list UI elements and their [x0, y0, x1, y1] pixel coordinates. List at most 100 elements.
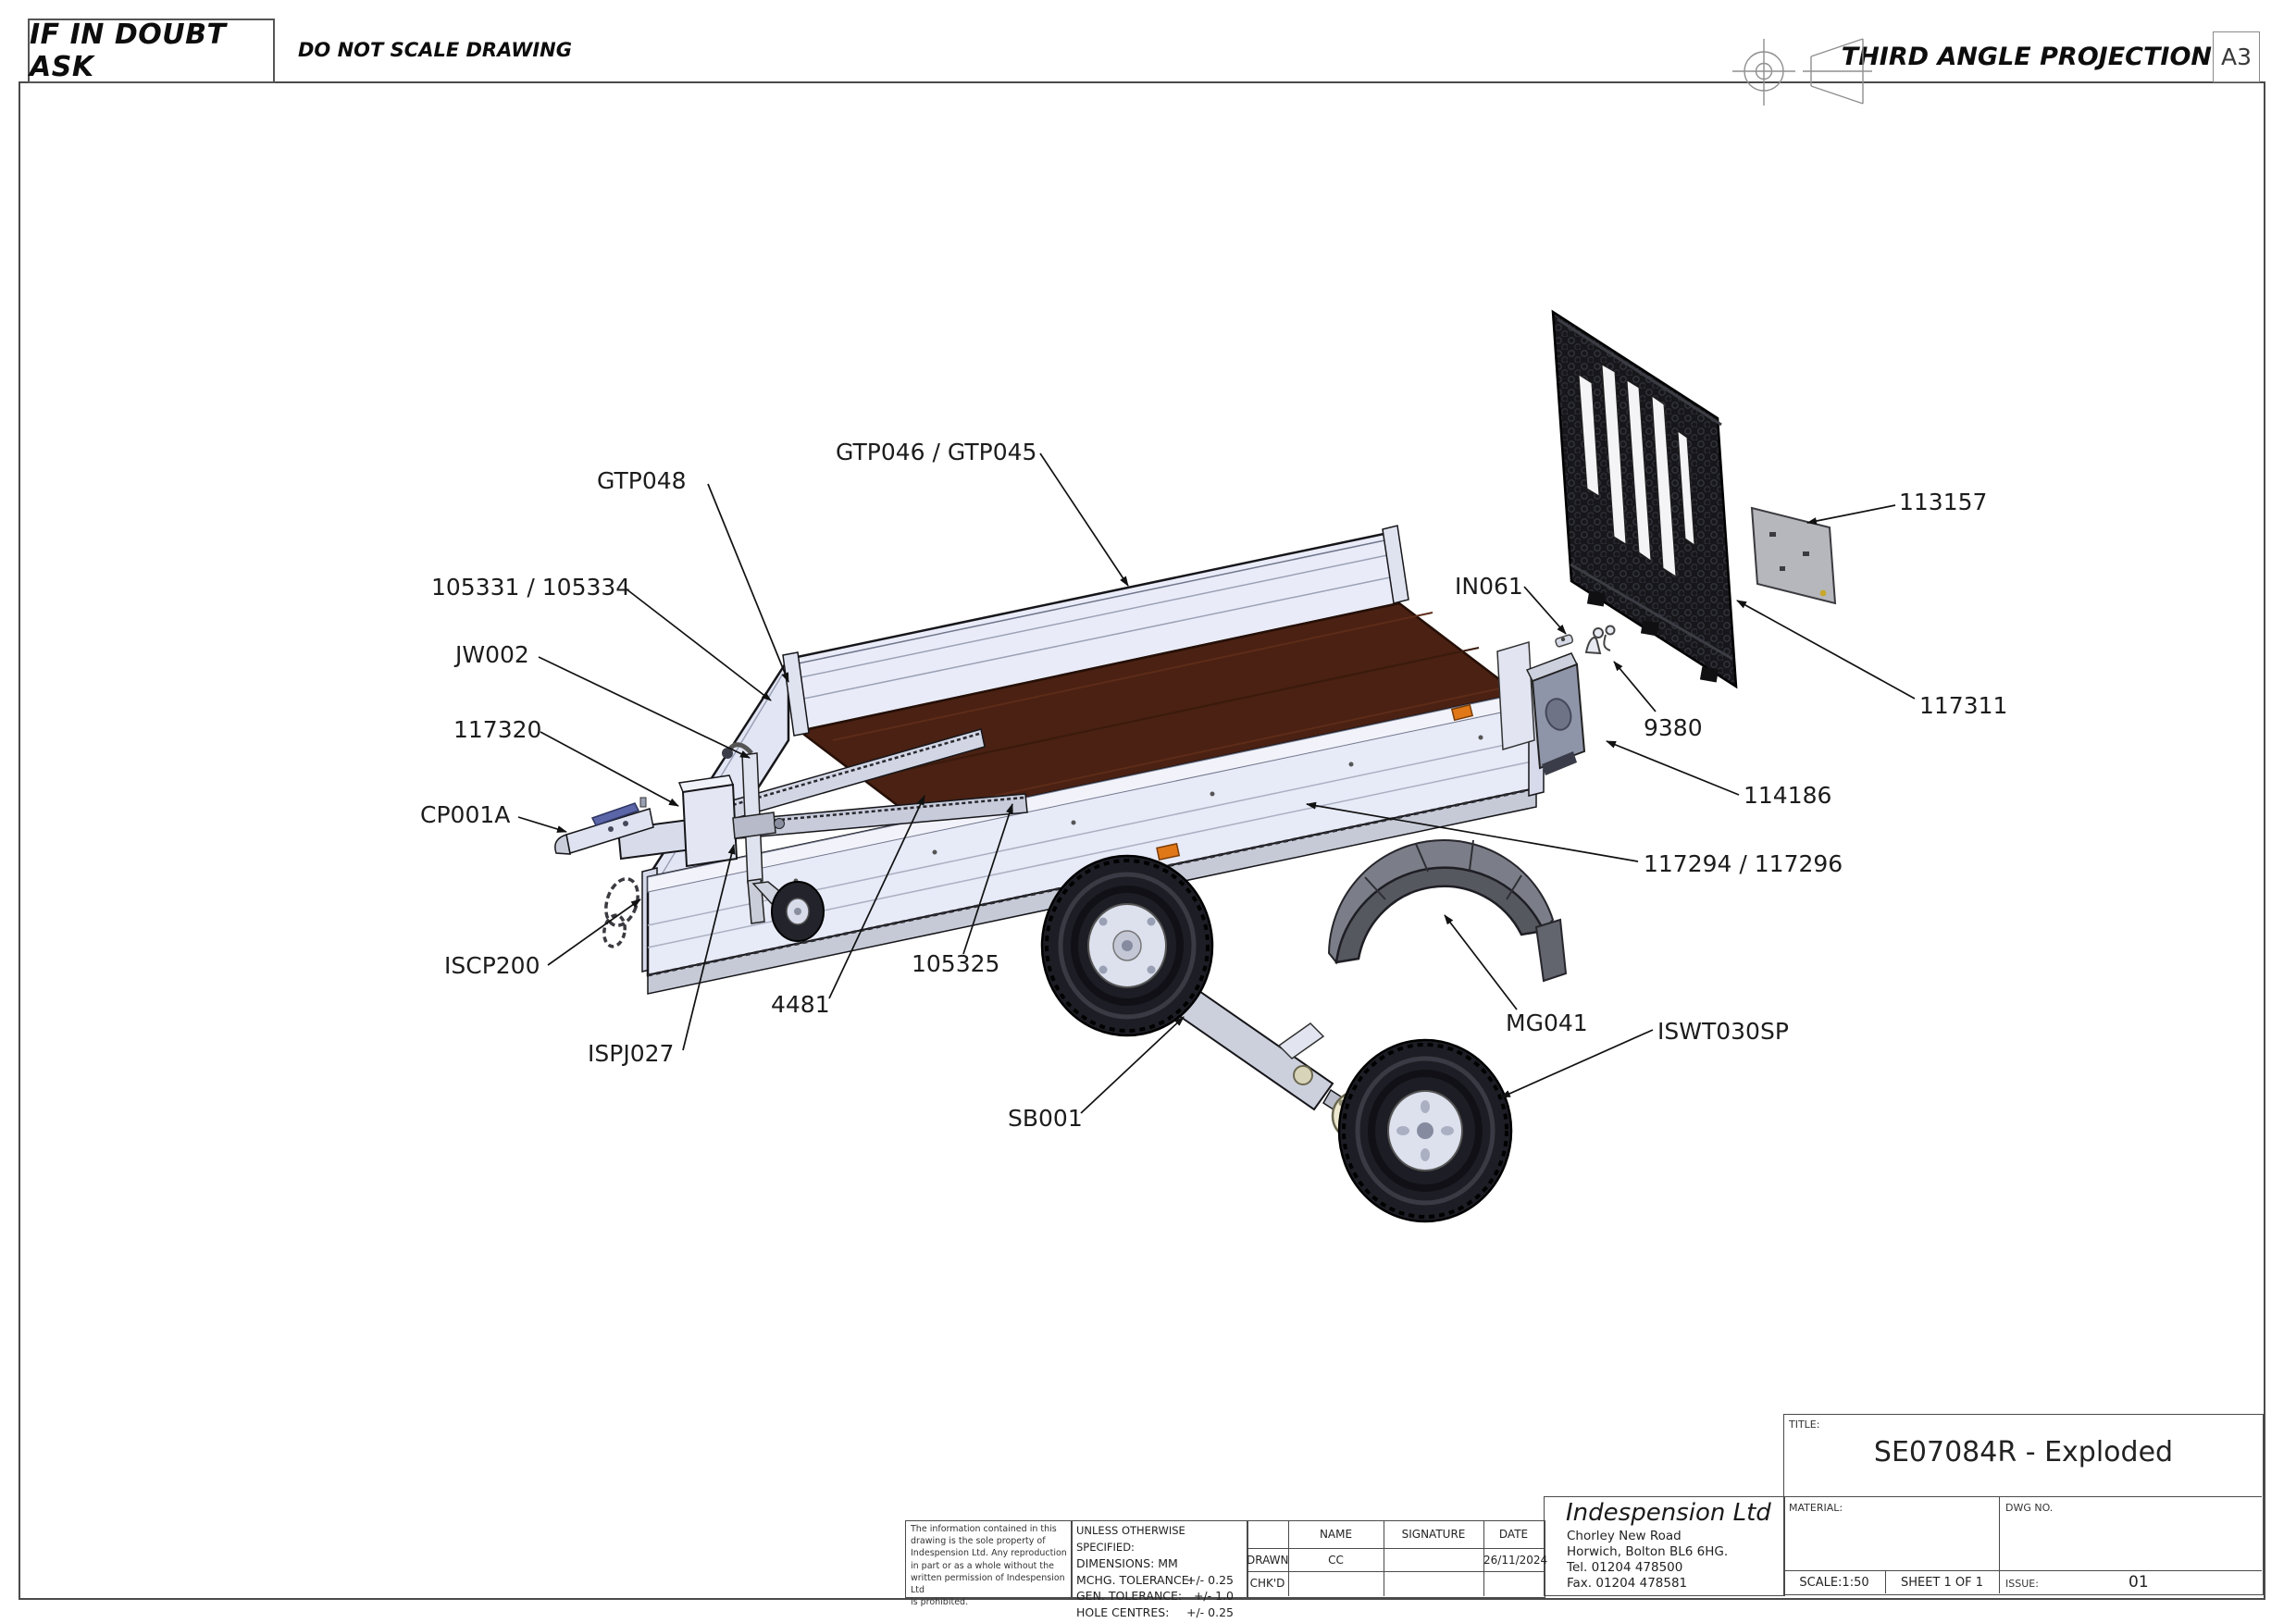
part-label-in061: IN061	[1455, 573, 1523, 600]
drawing-border	[19, 81, 2265, 1600]
part-label-117311: 117311	[1919, 692, 2007, 719]
jockey-wheel-assembly	[722, 742, 825, 942]
leader-line-105331-105334	[625, 588, 772, 701]
approval-grid	[1247, 1571, 1544, 1573]
legal-note-cell	[905, 1520, 1073, 1598]
part-label-iswt030sp: ISWT030SP	[1657, 1018, 1789, 1045]
tolerance-row-label: MCHG. TOLERANCE:	[1076, 1572, 1193, 1587]
leader-line-117320	[540, 731, 679, 807]
trailer-bed	[641, 525, 1545, 995]
do-not-scale-text: DO NOT SCALE DRAWING	[298, 39, 572, 61]
tolerance-row-label: GEN. TOLERANCE:	[1076, 1589, 1183, 1603]
material-label: MATERIAL:	[1789, 1502, 1843, 1514]
mesh-tailgate-panel	[1551, 309, 1738, 689]
third-angle-projection-text: THIRD ANGLE PROJECTION	[1841, 43, 2212, 71]
tolerance-row-label: HOLE CENTRES:	[1076, 1604, 1170, 1619]
tolerance-row-value: +/- 0.25	[1185, 1604, 1234, 1619]
part-label-105331-105334: 105331 / 105334	[431, 574, 630, 601]
tolerance-row: HOLE CENTRES: +/- 0.25	[1076, 1604, 1245, 1621]
tolerance-text: UNLESS OTHERWISE SPECIFIED: DIMENSIONS: …	[1076, 1523, 1245, 1620]
side-reflector	[1156, 842, 1181, 861]
approval-table	[1247, 1520, 1545, 1598]
drawbar-assembly	[616, 728, 1028, 868]
fixing-wire-9380	[1584, 625, 1616, 655]
row-chkd-label: CHK'D	[1249, 1577, 1285, 1590]
part-label-105325: 105325	[912, 950, 999, 977]
company-address2: Horwich, Bolton BL6 6HG.	[1567, 1544, 1729, 1559]
fixing-clip-in061	[1555, 634, 1574, 648]
coupling-head	[554, 797, 654, 855]
sheet-value: SHEET 1 OF 1	[1900, 1576, 1984, 1590]
leader-line-113157	[1806, 504, 1896, 525]
scale-value: SCALE:1:50	[1799, 1576, 1869, 1590]
title-label: TITLE:	[1789, 1419, 1820, 1431]
part-label-sb001: SB001	[1008, 1105, 1083, 1132]
leader-line-in061	[1523, 586, 1567, 635]
title-block-divider	[1783, 1570, 2262, 1572]
part-label-jw002: JW002	[453, 641, 529, 668]
legal-note-line: Indespension Ltd. Any reproduction	[911, 1548, 1067, 1559]
tolerance-row-value: +/- 0.25	[1185, 1572, 1234, 1587]
rear-lamp-unit	[1496, 641, 1586, 775]
leader-line-sb001	[1080, 1016, 1185, 1114]
approval-grid	[1288, 1520, 1290, 1596]
road-wheel-spare	[1337, 1038, 1513, 1223]
legal-note-line: drawing is the sole property of	[911, 1536, 1046, 1547]
col-date: DATE	[1498, 1528, 1529, 1541]
part-label-9380: 9380	[1644, 714, 1703, 741]
legal-note-line: is prohibited.	[911, 1597, 969, 1608]
row-drawn-date: 26/11/2024	[1483, 1554, 1548, 1567]
title-block-divider	[1999, 1496, 2001, 1593]
title-block-divider	[1783, 1496, 2262, 1498]
leader-line-9380	[1613, 661, 1657, 712]
rear-reflector	[1450, 703, 1474, 722]
if-in-doubt-box: IF IN DOUBT ASK	[28, 19, 275, 83]
part-label-iscp200: ISCP200	[444, 952, 540, 979]
row-drawn-name: CC	[1328, 1554, 1344, 1567]
title-block-divider	[1885, 1570, 1887, 1593]
tolerance-row-value: +/- 1.0	[1193, 1589, 1234, 1603]
tolerance-row: GEN. TOLERANCE: +/- 1.0	[1076, 1588, 1245, 1604]
company-name: Indespension Ltd	[1566, 1499, 1771, 1527]
row-drawn-label: DRAWN	[1247, 1554, 1289, 1567]
dwg-no-label: DWG NO.	[2005, 1502, 2054, 1514]
part-label-114186: 114186	[1744, 782, 1831, 809]
paper-size-label: A3	[2220, 43, 2252, 70]
part-label-117320: 117320	[453, 716, 541, 743]
leader-line-114186	[1606, 740, 1740, 796]
paper-size-box: A3	[2213, 31, 2260, 82]
tolerance-dimensions: DIMENSIONS: MM	[1076, 1556, 1178, 1570]
breakaway-chain	[602, 877, 639, 948]
legal-note-line: in part or as a whole without the	[911, 1560, 1054, 1571]
leader-line-cp001a	[517, 816, 567, 833]
col-name: NAME	[1319, 1528, 1353, 1541]
part-label-4481: 4481	[771, 991, 830, 1018]
leader-line-117311	[1736, 600, 1916, 700]
legal-note-line: The information contained in this	[911, 1524, 1057, 1534]
part-label-gtp046-gtp045: GTP046 / GTP045	[836, 439, 1036, 465]
mudguard	[1327, 839, 1568, 983]
leader-line-105325	[962, 803, 1013, 955]
leader-line-jw002	[538, 656, 751, 759]
company-block	[1544, 1496, 1785, 1596]
number-plate-bracket	[1750, 506, 1837, 605]
tolerance-row: MCHG. TOLERANCE: +/- 0.25	[1076, 1572, 1245, 1589]
leader-line-mg041	[1444, 914, 1518, 1010]
company-tel: Tel. 01204 478500	[1567, 1560, 1683, 1575]
legal-note-line: written permission of Indespension Ltd	[911, 1572, 1065, 1596]
drawing-title: SE07084R - Exploded	[1873, 1436, 2174, 1468]
legal-note: The information contained in this drawing…	[911, 1523, 1068, 1608]
part-label-cp001a: CP001A	[420, 801, 510, 828]
company-fax: Fax. 01204 478581	[1567, 1576, 1688, 1591]
leader-line-4481	[828, 795, 925, 999]
leader-line-ispj027	[682, 844, 736, 1051]
col-signature: SIGNATURE	[1401, 1528, 1466, 1541]
tolerance-heading: UNLESS OTHERWISE SPECIFIED:	[1076, 1524, 1185, 1554]
road-wheel-left	[1040, 854, 1214, 1037]
leader-line-gtp046-gtp045	[1039, 452, 1129, 587]
part-label-ispj027: ISPJ027	[588, 1040, 674, 1067]
if-in-doubt-text: IF IN DOUBT ASK	[30, 19, 227, 83]
